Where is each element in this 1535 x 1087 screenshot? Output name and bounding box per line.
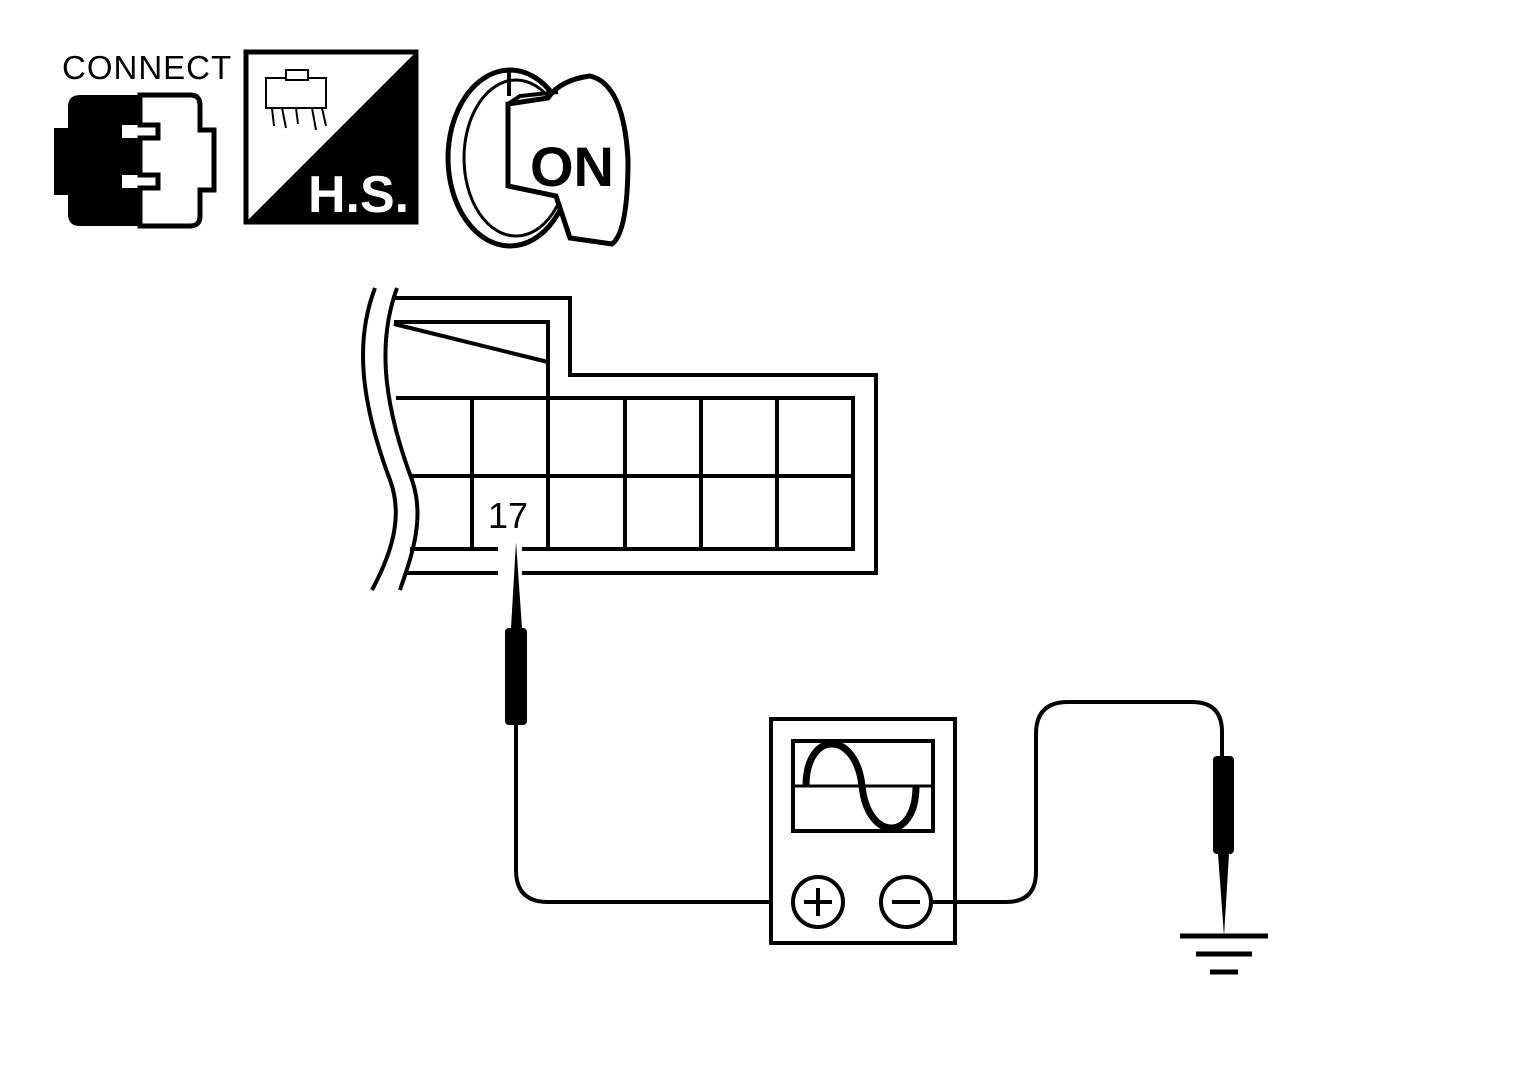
connect-label: CONNECT — [62, 49, 232, 86]
harness-side-label: H.S. — [308, 166, 409, 224]
ground-test-probe — [1213, 756, 1234, 936]
ground-symbol-icon — [1180, 933, 1268, 975]
sine-wave-trace — [802, 740, 920, 832]
harness-connector — [361, 287, 878, 591]
oscilloscope — [769, 717, 957, 945]
positive-terminal — [791, 875, 845, 929]
ignition-on-label: ON — [530, 135, 614, 198]
positive-lead-wire — [514, 725, 792, 904]
probe-entry-gap — [498, 540, 522, 580]
connector-connected-icon: CONNECT — [54, 49, 232, 229]
pin-17-label: 17 — [488, 495, 528, 536]
harness-side-icon: H.S. — [243, 49, 419, 225]
ignition-key-on-icon: ON — [445, 67, 631, 249]
positive-test-probe — [505, 542, 527, 725]
negative-lead-wire — [931, 700, 1224, 904]
negative-terminal — [879, 875, 933, 929]
